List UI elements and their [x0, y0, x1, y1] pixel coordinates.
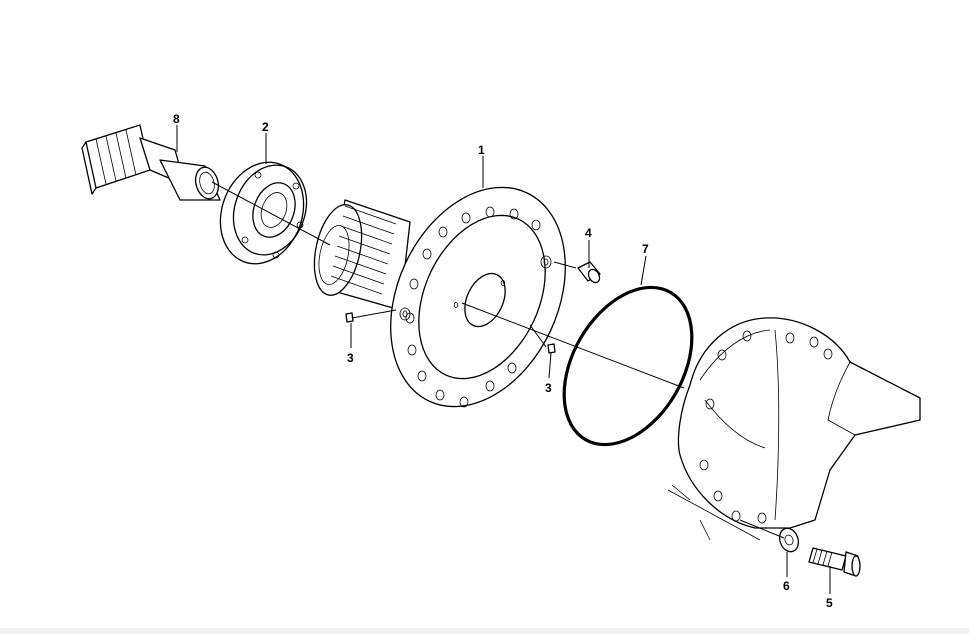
- assembly-axis-lines: [211, 181, 785, 539]
- callout-5: 5: [826, 596, 833, 610]
- part-7-o-ring: [562, 285, 694, 447]
- callout-4: 4: [585, 226, 592, 240]
- callout-8: 8: [173, 112, 180, 126]
- callout-7: 7: [642, 242, 649, 256]
- callout-1: 1: [478, 143, 485, 157]
- part-5-bolt: [808, 547, 861, 577]
- callout-leaders: [176, 125, 831, 594]
- callout-2: 2: [262, 120, 269, 134]
- part-6-washer: [778, 527, 800, 553]
- part-3-pin-left: [345, 312, 354, 323]
- part-1-hub-flange: [313, 186, 566, 408]
- bottom-edge-bar: [0, 628, 969, 634]
- part-2-bearing-ring: [219, 161, 308, 265]
- part-4-plug: [577, 261, 601, 284]
- part-8-splined-shaft: [81, 124, 221, 201]
- axle-housing: [667, 317, 921, 541]
- part-3-pin-right: [547, 343, 556, 354]
- callout-3-left: 3: [347, 351, 354, 365]
- callout-6: 6: [783, 579, 790, 593]
- callout-3-right: 3: [545, 381, 552, 395]
